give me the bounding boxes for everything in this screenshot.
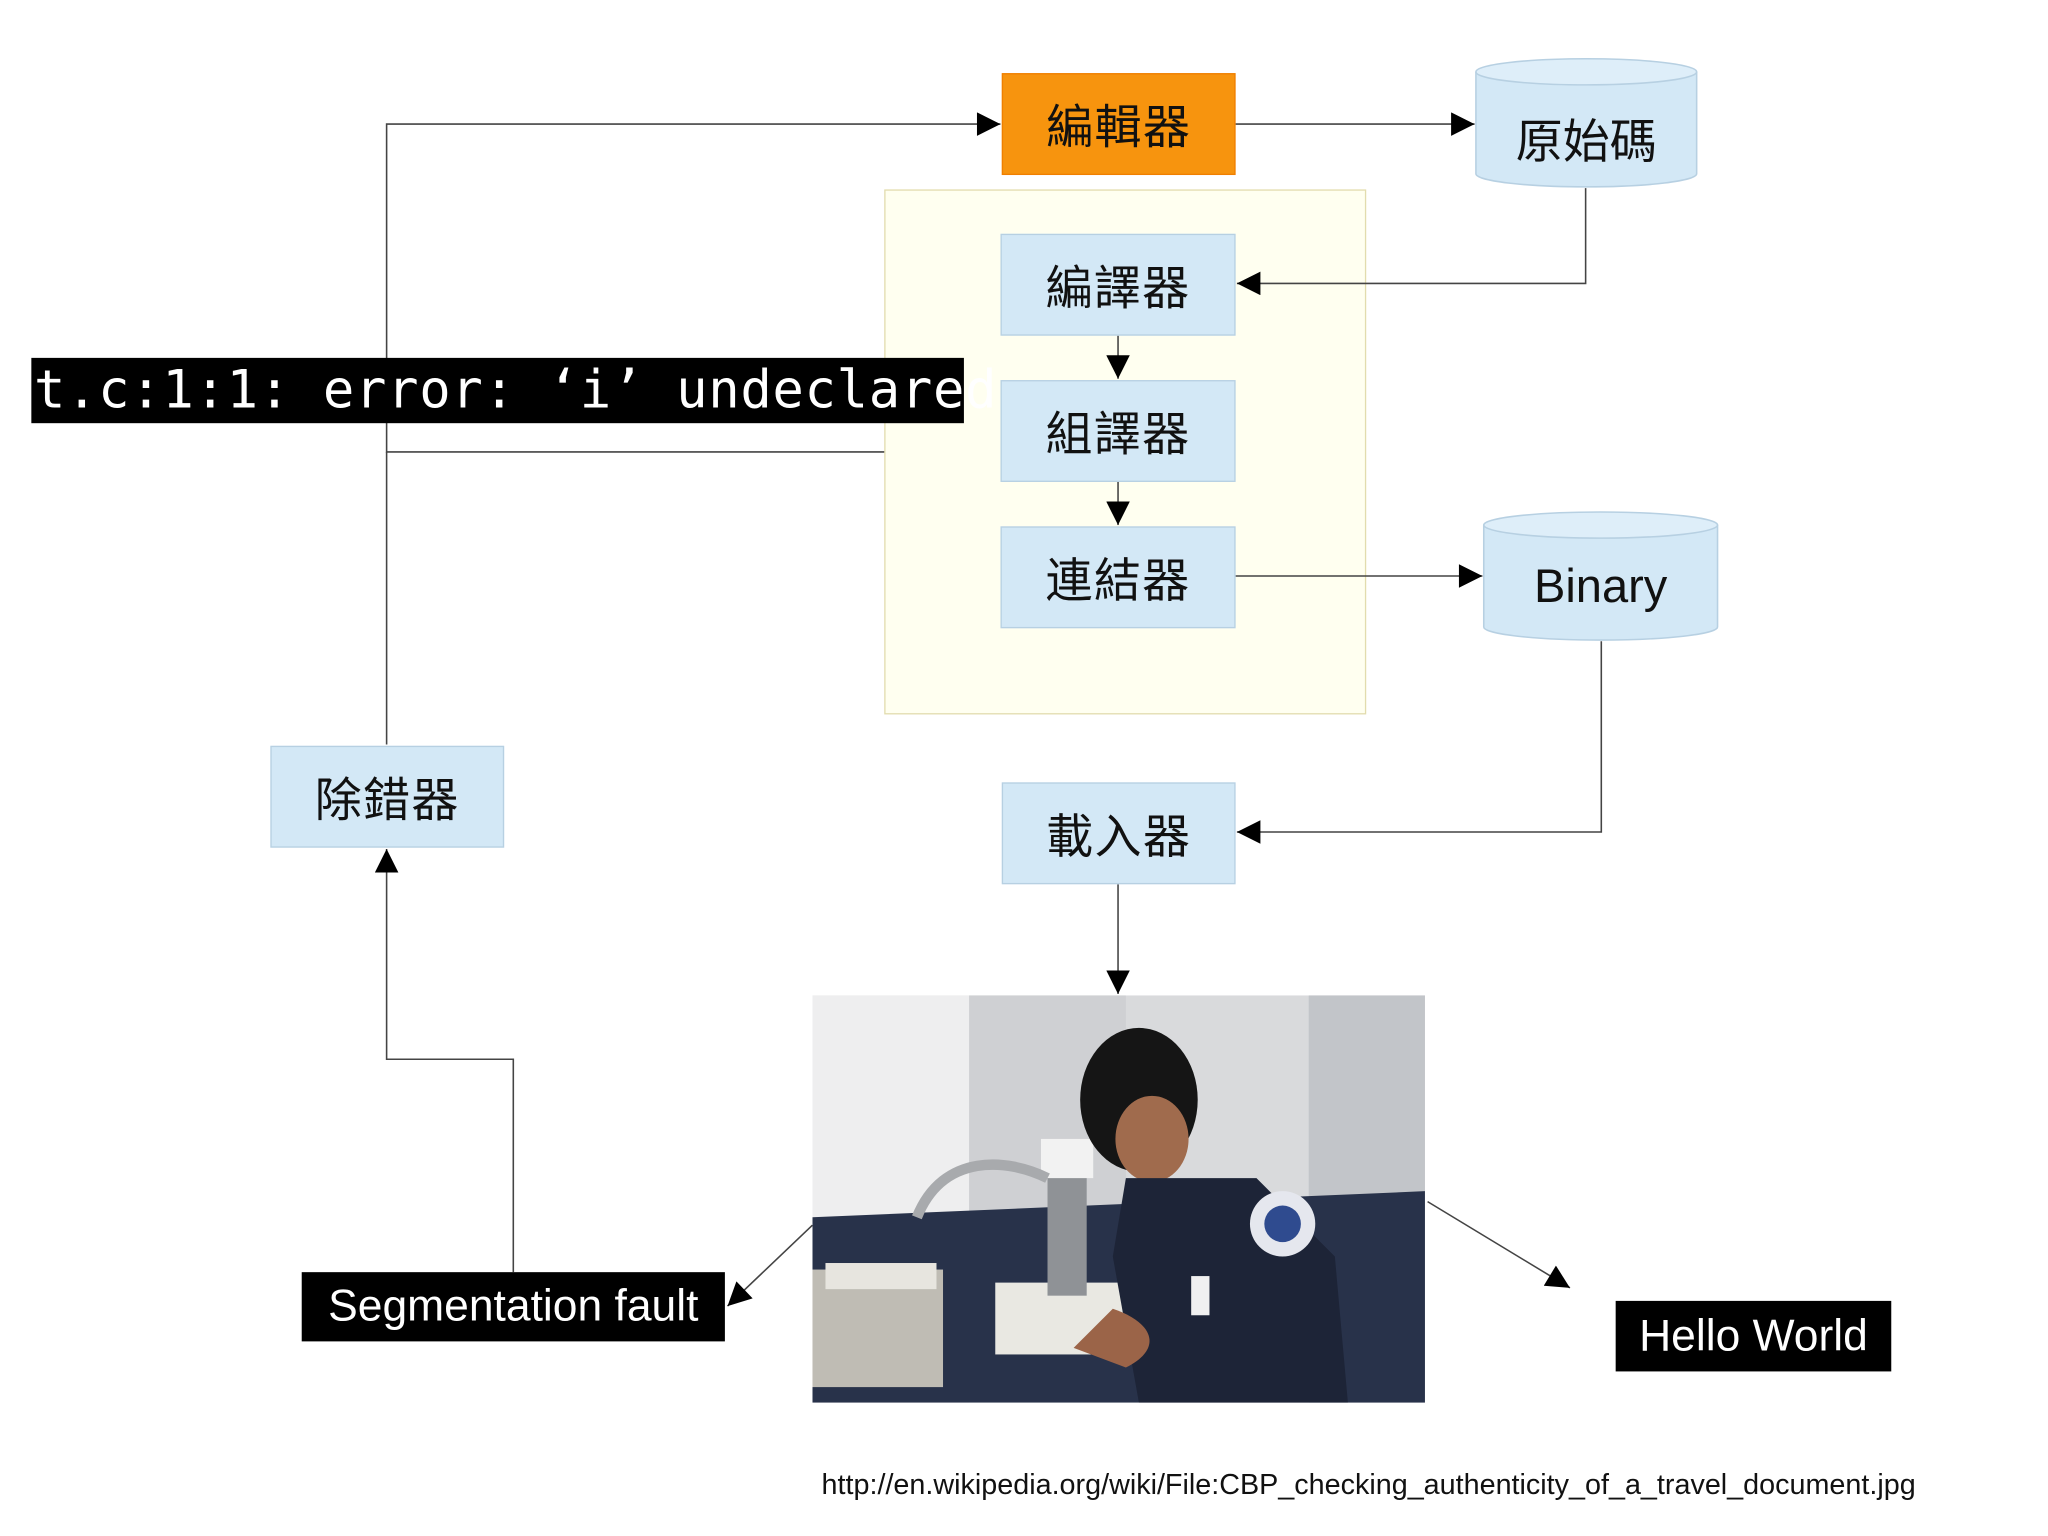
editor-label: 編輯器 bbox=[1046, 101, 1192, 156]
assembler-label: 組譯器 bbox=[1045, 408, 1191, 463]
editor-node: 編輯器 bbox=[1001, 73, 1236, 176]
segfault-text: Segmentation fault bbox=[328, 1281, 699, 1331]
assembler-node: 組譯器 bbox=[1000, 380, 1236, 482]
photo-credit-url: http://en.wikipedia.org/wiki/File:CBP_ch… bbox=[821, 1468, 1916, 1501]
error-to-editor-connector bbox=[385, 112, 1001, 453]
compile-error-message: t.c:1:1: error: ‘i’ undeclared bbox=[31, 357, 997, 424]
hello-world-output: Hello World bbox=[1615, 1300, 1892, 1372]
linker-node: 連結器 bbox=[1000, 526, 1236, 629]
linker-label: 連結器 bbox=[1045, 555, 1191, 609]
compiler-node: 編譯器 bbox=[1000, 233, 1236, 336]
loader-node: 載入器 bbox=[1001, 782, 1236, 885]
binary-to-loader-connector bbox=[1236, 641, 1603, 844]
source-to-compiler-connector bbox=[1236, 188, 1587, 296]
hello-world-text: Hello World bbox=[1639, 1310, 1868, 1361]
source-code-store: 原始碼 bbox=[1475, 57, 1698, 189]
segfault-output: Segmentation fault bbox=[301, 1272, 725, 1342]
run-to-hello-connector bbox=[1427, 1200, 1571, 1289]
binary-label: Binary bbox=[1533, 559, 1668, 613]
segfault-to-debugger-connector bbox=[374, 848, 515, 1273]
loader-label: 載入器 bbox=[1046, 811, 1192, 865]
source-label: 原始碼 bbox=[1515, 116, 1657, 170]
program-run-photo bbox=[812, 995, 1425, 1403]
debugger-node: 除錯器 bbox=[270, 745, 505, 848]
binary-store: Binary bbox=[1482, 511, 1719, 643]
run-to-segfault-connector bbox=[726, 1224, 813, 1307]
debugger-label: 除錯器 bbox=[314, 774, 460, 829]
compiler-label: 編譯器 bbox=[1045, 262, 1191, 317]
